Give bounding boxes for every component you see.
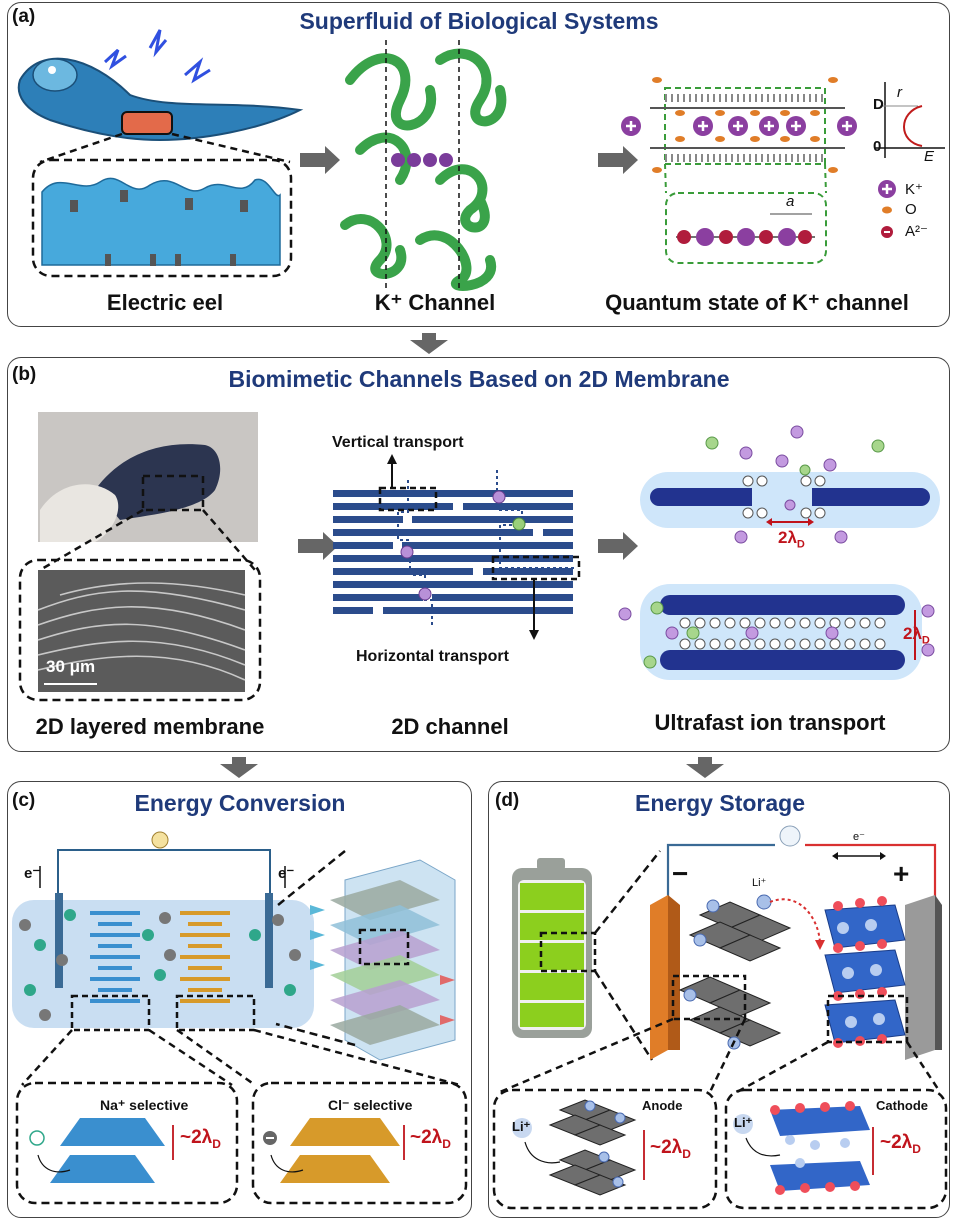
debye-anode-label: ~2λD [650,1137,691,1161]
electron-left-label: e⁻ [24,865,41,882]
potential-graph [875,82,945,158]
panel-b-title: Biomimetic Channels Based on 2D Membrane [228,366,730,392]
cl-selective-label: Cl⁻ selective [328,1097,413,1113]
panel-c-title: Energy Conversion [134,790,346,816]
legend-icons [878,180,896,238]
panel-d-title: Energy Storage [635,790,805,816]
scale-bar-label: 30 μm [46,657,96,676]
battery-icon [512,858,592,1038]
bulb-icon [151,831,169,849]
caption-k-channel: K⁺ Channel [374,290,496,315]
minus-terminal: − [672,858,689,889]
arrow-b2 [598,532,638,560]
panel-c-label: (c) [12,790,36,811]
2d-channel-layers [333,490,573,614]
plus-terminal: + [893,858,910,889]
li-ion-label: Li⁺ [752,877,767,889]
caption-quantum-state: Quantum state of K⁺ channel [605,290,909,315]
ultrafast-transport-bottom [618,584,935,680]
li-cathode-label: Li⁺ [734,1115,753,1130]
electric-eel-illustration [17,29,304,142]
panel-a-label: (a) [12,6,36,27]
arrow-a1 [300,146,340,174]
graph-d-label: D [873,96,884,113]
eel-ion-pumps [70,190,248,266]
caption-2d-layered-membrane: 2D layered membrane [35,714,265,739]
debye-top-label: 2λD [778,528,805,551]
caption-electric-eel: Electric eel [106,290,224,315]
caption-ultrafast-ion-transport: Ultrafast ion transport [654,710,886,735]
quantum-channel-schematic [621,77,857,264]
membrane-stack-device [310,859,456,1061]
horizontal-transport-box [491,555,581,581]
debye-na-label: ~2λD [180,1127,221,1151]
graph-e-label: E [924,148,935,165]
eel-cell-membrane [41,177,281,266]
debye-side-label: 2λD [903,624,930,647]
bulb-icon [779,825,801,847]
debye-cathode-label: ~2λD [880,1132,921,1156]
arrow-b1 [298,532,338,560]
legend-a-label: A²⁻ [905,223,928,240]
graph-zero-label: 0 [873,138,882,155]
graphite-anode [678,901,792,1047]
cathode-label: Cathode [876,1098,928,1113]
electron-d-label: e⁻ [853,831,865,843]
na-selective-label: Na⁺ selective [100,1097,189,1113]
horizontal-transport-label: Horizontal transport [356,648,509,665]
caption-2d-channel: 2D channel [391,714,509,739]
lattice-spacing-label: a [786,193,795,210]
li-anode-label: Li⁺ [512,1119,531,1134]
k-ions-in-channel [391,153,453,167]
arrow-a2 [598,146,638,174]
panel-d-label: (d) [495,790,520,811]
vertical-transport-label: Vertical transport [332,434,464,451]
k-channel-protein [340,48,507,291]
electron-right-label: e⁻ [278,865,295,882]
eel-cell-zoom-box [31,158,293,278]
panel-b-label: (b) [12,364,37,385]
graph-r-label: r [897,84,902,101]
panel-a-title: Superfluid of Biological Systems [299,8,659,34]
membrane-zoom-box [141,474,205,512]
ultrafast-transport-top [640,425,940,544]
anode-label: Anode [642,1098,683,1113]
legend-k-label: K⁺ [905,181,923,198]
legend-o-label: O [905,201,917,218]
debye-cl-label: ~2λD [410,1127,451,1151]
cathode-block [824,904,906,1044]
